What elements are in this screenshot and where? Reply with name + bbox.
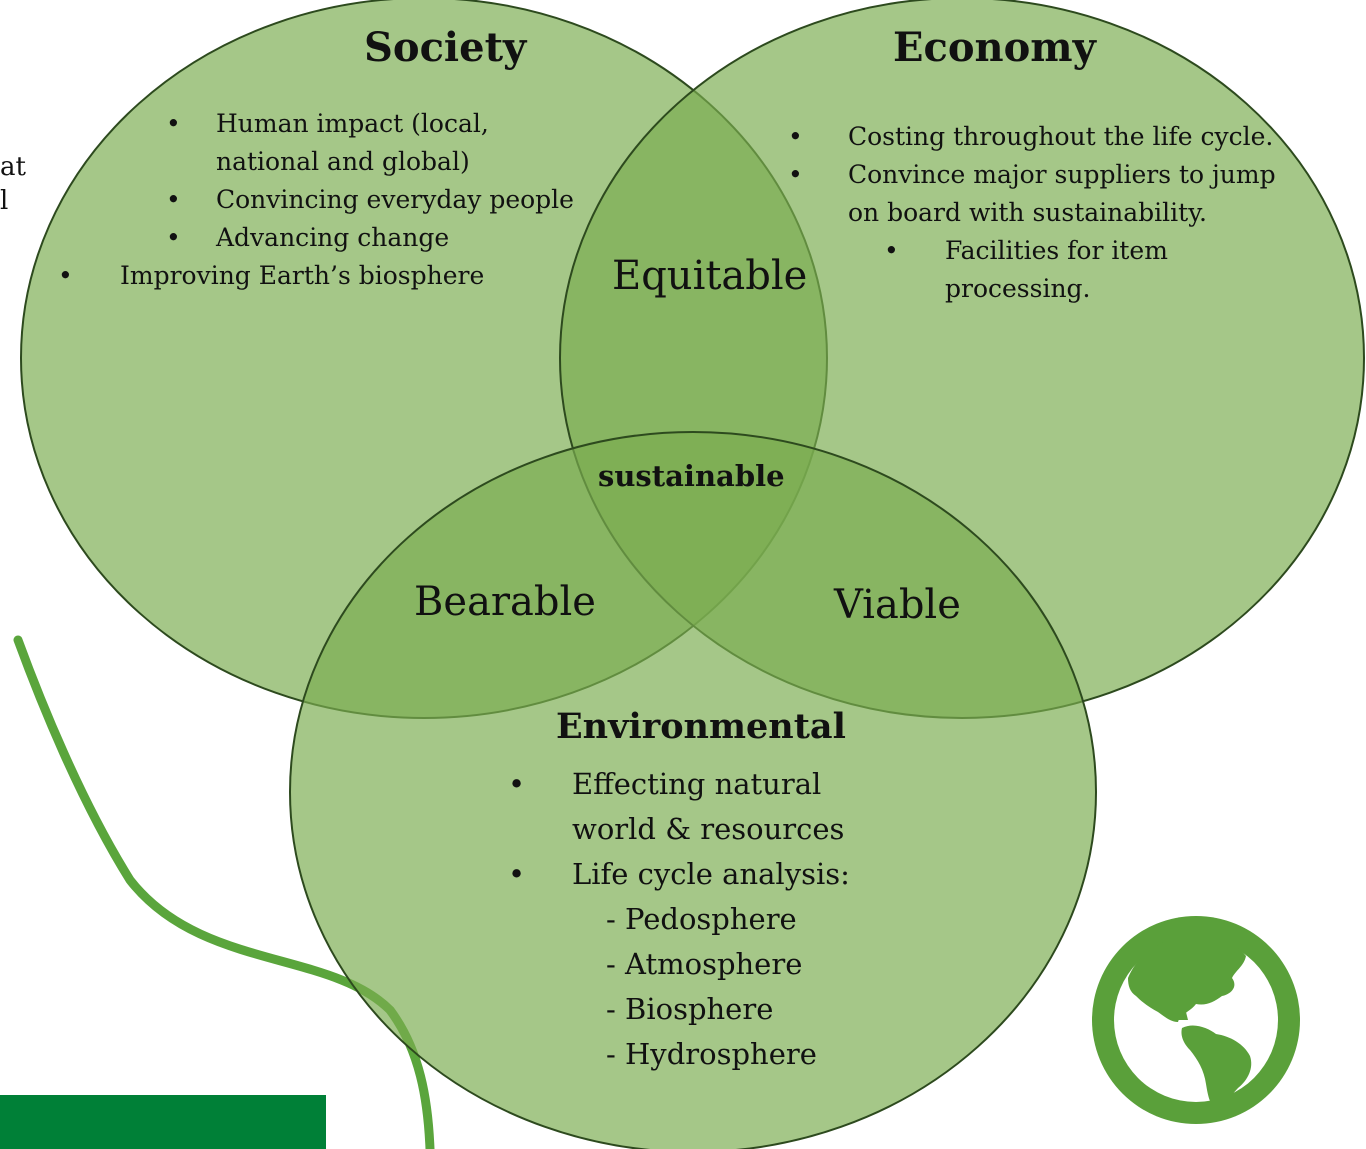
economy-title: Economy xyxy=(893,24,1096,71)
bullet: • xyxy=(166,109,181,138)
environmental-point-text: Effecting natural xyxy=(572,767,822,801)
economy-point-text: on board with sustainability. xyxy=(848,198,1207,227)
environmental-circle xyxy=(289,431,1097,1149)
sustainable-label: sustainable xyxy=(598,459,785,493)
list-item: • Facilities for item xyxy=(0,232,1276,270)
society-point-text: Improving Earth’s biosphere xyxy=(120,261,485,290)
list-item: processing. xyxy=(0,270,1276,308)
list-item: - Pedosphere xyxy=(0,897,850,942)
list-item: on board with sustainability. xyxy=(0,194,1276,232)
bullet: • xyxy=(788,160,803,189)
environmental-point-text: Life cycle analysis: xyxy=(572,857,850,891)
equitable-label: Equitable xyxy=(612,253,808,299)
environmental-point-text: - Hydrosphere xyxy=(606,1037,817,1071)
bullet: • xyxy=(508,767,526,801)
economy-point-text: Facilities for item xyxy=(945,236,1168,265)
list-item: - Hydrosphere xyxy=(0,1032,850,1077)
cutoff-text-line: at xyxy=(0,152,26,182)
economy-point-text: Costing throughout the life cycle. xyxy=(848,122,1274,151)
green-banner-bar xyxy=(0,1095,326,1149)
list-item: • Convince major suppliers to jump xyxy=(0,156,1276,194)
society-title: Society xyxy=(364,24,527,71)
list-item: • Advancing change xyxy=(0,219,574,257)
environmental-point-text: world & resources xyxy=(572,812,845,846)
list-item: - Atmosphere xyxy=(0,942,850,987)
list-item: • Improving Earth’s biosphere xyxy=(0,257,574,295)
society-points: • Human impact (local, national and globa… xyxy=(0,105,574,295)
society-point-text: Human impact (local, xyxy=(216,109,489,138)
list-item: • Convincing everyday people xyxy=(0,181,574,219)
list-item: • Life cycle analysis: xyxy=(0,852,850,897)
economy-point-text: Convince major suppliers to jump xyxy=(848,160,1276,189)
globe-icon xyxy=(1092,916,1300,1124)
cutoff-text-fragment: at l xyxy=(0,150,26,218)
environmental-point-text: - Pedosphere xyxy=(606,902,797,936)
list-item: national and global) xyxy=(0,143,574,181)
society-point-text: Advancing change xyxy=(216,223,450,252)
viable-label: Viable xyxy=(834,582,961,628)
list-item: world & resources xyxy=(0,807,850,852)
bullet: • xyxy=(166,223,181,252)
society-point-text: national and global) xyxy=(216,147,470,176)
list-item: • Costing throughout the life cycle. xyxy=(0,118,1276,156)
list-item: • Human impact (local, xyxy=(0,105,574,143)
bullet: • xyxy=(788,122,803,151)
list-item: • Effecting natural xyxy=(0,762,850,807)
curved-arrow-icon xyxy=(13,635,435,1149)
bullet: • xyxy=(884,236,899,265)
bullet: • xyxy=(166,185,181,214)
economy-points: • Costing throughout the life cycle. • Con… xyxy=(0,118,1276,308)
environmental-point-text: - Atmosphere xyxy=(606,947,803,981)
society-point-text: Convincing everyday people xyxy=(216,185,574,214)
bearable-label: Bearable xyxy=(414,579,596,625)
cutoff-text-line: l xyxy=(0,186,9,216)
economy-point-text: processing. xyxy=(945,274,1091,303)
bullet: • xyxy=(58,261,73,290)
environmental-point-text: - Biosphere xyxy=(606,992,774,1026)
environmental-title: Environmental xyxy=(556,706,846,747)
environmental-points: • Effecting natural world & resources • Li… xyxy=(0,762,850,1077)
bullet: • xyxy=(508,857,526,891)
list-item: - Biosphere xyxy=(0,987,850,1032)
